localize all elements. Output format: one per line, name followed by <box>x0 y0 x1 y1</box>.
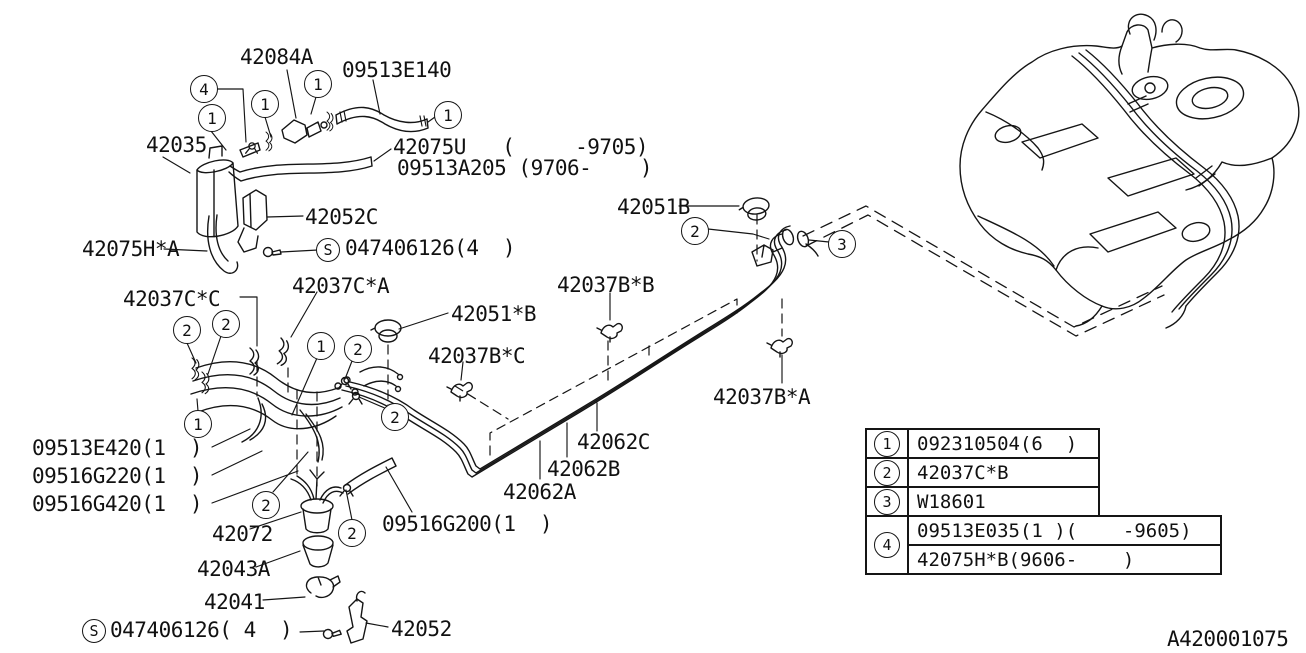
part-label-42062a: 42062A <box>503 480 576 504</box>
part-label-42084a: 42084A <box>240 45 313 69</box>
callout-2: 2 <box>381 403 409 431</box>
legend-part-number: 42037C*B <box>917 461 1009 484</box>
callout-2: 2 <box>212 310 240 338</box>
part-label-42075u: 42075U ( -9705) <box>393 135 649 159</box>
part-label-42052: 42052 <box>391 617 452 641</box>
fuel-tank-drawing <box>959 13 1300 329</box>
legend-callout-2: 2 <box>867 459 909 486</box>
callout-3: 3 <box>828 230 856 258</box>
hose-09516g200 <box>343 457 397 495</box>
callout-2: 2 <box>344 335 372 363</box>
callout-2: 2 <box>173 316 201 344</box>
callout-1: 1 <box>184 410 212 438</box>
diagram-number: A420001075 <box>1167 627 1289 651</box>
part-label-047406126-upper: 047406126(4 ) <box>345 236 516 260</box>
legend-part-number: 42075H*B(9606- ) <box>909 544 1220 573</box>
canister-assembly <box>196 106 429 274</box>
part-label-09513a205: 09513A205 (9706- ) <box>397 156 653 180</box>
legend-callout-1: 1 <box>867 430 909 457</box>
callout-1: 1 <box>434 101 462 129</box>
part-label-42062c: 42062C <box>577 430 650 454</box>
part-label-42035: 42035 <box>146 133 207 157</box>
part-label-42043a: 42043A <box>197 557 270 581</box>
dashed-leaders <box>256 214 783 420</box>
part-label-42037c-a: 42037C*A <box>292 274 390 298</box>
callout-2: 2 <box>338 519 366 547</box>
part-label-09513e140: 09513E140 <box>342 58 452 82</box>
leader-lines <box>162 69 830 633</box>
legend-part-number: 092310504(6 ) <box>917 432 1078 455</box>
part-label-42037b-c: 42037B*C <box>428 344 526 368</box>
legend-part-number: W18601 <box>917 490 986 513</box>
part-label-047406126-lower: 047406126( 4 ) <box>110 618 293 642</box>
valve-42084a <box>281 119 322 144</box>
vent-hose <box>1161 19 1183 43</box>
callout-2: 2 <box>252 491 280 519</box>
part-label-42051b: 42051B <box>617 195 690 219</box>
part-label-42075h-a: 42075H*A <box>82 237 180 261</box>
bracket-42052c <box>237 189 268 253</box>
part-label-42041: 42041 <box>204 590 265 614</box>
part-label-42062b: 42062B <box>547 457 620 481</box>
phantom-pipe-lines <box>802 205 1165 337</box>
hook-pipe-42075h <box>206 214 239 274</box>
legend-row-1: 1 092310504(6 ) <box>865 428 1100 459</box>
legend-callout-3: 3 <box>867 488 909 515</box>
part-label-42037b-b: 42037B*B <box>557 273 655 297</box>
clamp-42041 <box>305 575 341 599</box>
part-label-09516g420: 09516G420(1 ) <box>32 492 203 516</box>
callout-1: 1 <box>198 104 226 132</box>
part-label-09513e420: 09513E420(1 ) <box>32 436 203 460</box>
hose-cluster <box>190 319 404 463</box>
hose-09513e140 <box>335 106 429 133</box>
screw-symbol-icon: S <box>82 619 106 643</box>
bracket-42052 <box>346 590 368 644</box>
tube-stub <box>239 142 261 158</box>
callout-1: 1 <box>251 90 279 118</box>
callout-2: 2 <box>681 217 709 245</box>
legend-part-number: 09513E035(1 )( -9605) <box>917 519 1192 542</box>
legend-row-4: 4 09513E035(1 )( -9605) 42075H*B(9606- ) <box>865 515 1222 575</box>
callout-1: 1 <box>307 332 335 360</box>
part-label-09516g200: 09516G200(1 ) <box>382 512 553 536</box>
screw-symbol-icon: S <box>316 238 340 262</box>
legend-row-3: 3 W18601 <box>865 486 1100 517</box>
part-label-42037c-c: 42037C*C <box>123 287 221 311</box>
part-label-42072: 42072 <box>212 522 273 546</box>
part-label-42052c: 42052C <box>305 205 378 229</box>
pipe-clips <box>446 195 793 402</box>
main-fuel-pipes <box>341 225 819 478</box>
callout-1: 1 <box>304 70 332 98</box>
part-label-42051-b: 42051*B <box>451 302 537 326</box>
filler-hose <box>1127 13 1157 41</box>
legend-callout-4: 4 <box>867 517 909 573</box>
hose-42075u <box>228 156 373 182</box>
part-label-09516g220: 09516G220(1 ) <box>32 464 203 488</box>
callout-4: 4 <box>190 75 218 103</box>
legend-row-2: 2 42037C*B <box>865 457 1100 488</box>
part-label-42037b-a: 42037B*A <box>713 385 811 409</box>
